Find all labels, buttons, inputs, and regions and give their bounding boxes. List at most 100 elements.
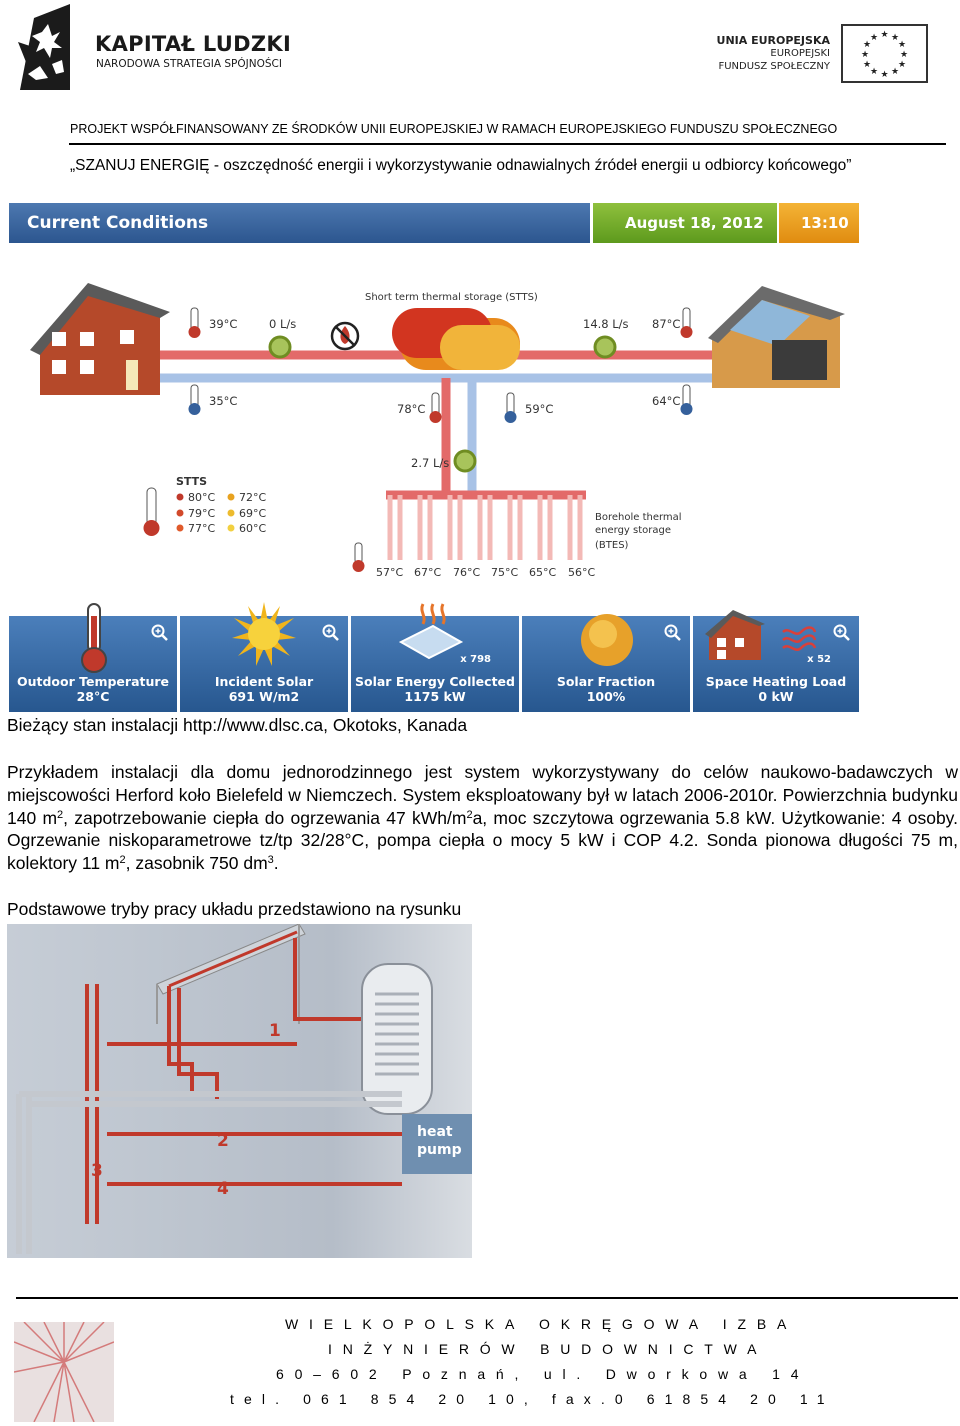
borehole-pipes xyxy=(387,495,583,560)
house-icon xyxy=(30,283,170,395)
logo-subtitle: NARODOWA STRATEGIA SPÓJNOŚCI xyxy=(96,58,282,70)
thermometer-icons xyxy=(143,307,693,572)
system-diagram: Short term thermal storage (STTS) 39°C 0… xyxy=(30,283,845,579)
svg-text:★: ★ xyxy=(891,33,899,43)
btes-pump-icon xyxy=(453,449,477,473)
kapital-ludzki-logo-icon xyxy=(18,4,70,90)
mode-label-4: 4 xyxy=(217,1179,229,1199)
house-return-temp: 35°C xyxy=(209,394,237,408)
svg-text:★: ★ xyxy=(861,50,869,60)
collector-flow: 14.8 L/s xyxy=(583,317,629,331)
heat-pump-label-2: pump xyxy=(417,1142,462,1158)
stts-out-temp: 78°C xyxy=(397,402,425,416)
zoom-icon[interactable] xyxy=(151,624,169,642)
stts-legend xyxy=(176,493,235,532)
svg-text:★: ★ xyxy=(863,40,871,50)
svg-text:★: ★ xyxy=(900,50,908,60)
house-supply-temp: 39°C xyxy=(209,317,237,331)
footer-line-2: INŻYNIERÓW BUDOWNICTWA xyxy=(328,1341,768,1357)
stts-in-temp: 59°C xyxy=(525,402,553,416)
conditions-date: August 18, 2012 xyxy=(593,203,777,243)
svg-text:★: ★ xyxy=(870,67,878,77)
collector-return-temp: 64°C xyxy=(652,394,680,408)
garage-icon xyxy=(708,286,845,388)
logo-title: KAPITAŁ LUDZKI xyxy=(95,32,292,56)
heat-pump-icon: heat pump xyxy=(402,1114,472,1174)
btes-label-3: (BTES) xyxy=(595,540,629,551)
zoom-icon[interactable] xyxy=(322,624,340,642)
woiib-logo-icon xyxy=(14,1322,114,1422)
project-line: PROJEKT WSPÓŁFINANSOWANY ZE ŚRODKÓW UNII… xyxy=(70,122,838,136)
eu-label: UNIA EUROPEJSKA EUROPEJSKI FUNDUSZ SPOŁE… xyxy=(717,34,830,73)
scheme-intro: Podstawowe tryby pracy układu przedstawi… xyxy=(7,899,462,919)
btes-temp-5: 65°C xyxy=(529,566,556,579)
ground-probe xyxy=(16,1091,402,1254)
btes-label-1: Borehole thermal xyxy=(595,512,682,523)
footer-divider xyxy=(16,1297,958,1299)
eu-line-2: EUROPEJSKI xyxy=(770,48,830,59)
btes-flow: 2.7 L/s xyxy=(411,456,449,470)
tile-multiplier: x 52 xyxy=(807,654,831,665)
collector-temp: 87°C xyxy=(652,317,680,331)
conditions-time: 13:10 xyxy=(779,203,859,243)
svg-text:★: ★ xyxy=(891,67,899,77)
zoom-icon[interactable] xyxy=(664,624,682,642)
zoom-icon[interactable] xyxy=(833,624,851,642)
footer-line-1: WIELKOPOLSKA OKRĘGOWA IZBA xyxy=(285,1316,798,1332)
stts-temp-1: 80°C xyxy=(188,491,215,504)
sun-icon xyxy=(232,602,296,666)
btes-temp-6: 56°C xyxy=(568,566,595,579)
btes-temp-3: 76°C xyxy=(453,566,480,579)
btes-label-2: energy storage xyxy=(595,525,671,536)
btes-temp-2: 67°C xyxy=(414,566,441,579)
svg-text:★: ★ xyxy=(898,60,906,70)
stts-tank-icon xyxy=(392,308,520,370)
btes-temp-1: 57°C xyxy=(376,566,403,579)
house-flow: 0 L/s xyxy=(269,317,296,331)
heat-waves-icon xyxy=(782,626,817,651)
footer-line-4: tel. 061 854 20 10, fax.0 61854 20 11 xyxy=(230,1391,835,1407)
stts-label: Short term thermal storage (STTS) xyxy=(365,292,538,303)
conditions-title: Current Conditions xyxy=(9,203,590,243)
mode-label-3: 3 xyxy=(91,1161,103,1181)
svg-text:★: ★ xyxy=(898,40,906,50)
stts-temp-2: 79°C xyxy=(188,507,215,520)
heating-scheme-diagram: heat pump 1 2 3 4 xyxy=(7,924,472,1258)
stts-legend-title: STTS xyxy=(176,475,207,488)
mode-label-2: 2 xyxy=(217,1131,229,1151)
solar-collector-icon xyxy=(398,603,464,660)
header-divider xyxy=(69,143,946,145)
flame-disabled-icon xyxy=(330,321,360,351)
heating-house-icon xyxy=(705,610,765,660)
mode-label-1: 1 xyxy=(269,1021,281,1041)
solar-fraction-sun-icon xyxy=(581,614,633,666)
collector-pump-icon xyxy=(593,335,617,359)
stts-temp-4: 72°C xyxy=(239,491,266,504)
eu-line-3: FUNDUSZ SPOŁECZNY xyxy=(718,61,830,72)
description-paragraph: Przykładem instalacji dla domu jednorodz… xyxy=(7,762,958,874)
eu-flag-icon: ★★★ ★★★ ★★★ ★★★ xyxy=(841,24,928,83)
collector-pipes xyxy=(167,938,367,1099)
heat-pump-label-1: heat xyxy=(417,1124,453,1140)
svg-text:★: ★ xyxy=(870,33,878,43)
conditions-bar: Current Conditions August 18, 2012 13:10 xyxy=(9,203,859,243)
svg-text:★: ★ xyxy=(880,30,888,40)
house-pump-icon xyxy=(268,335,292,359)
stts-temp-5: 69°C xyxy=(239,507,266,520)
tagline: „SZANUJ ENERGIĘ - oszczędność energii i … xyxy=(70,157,852,174)
eu-line-1: UNIA EUROPEJSKA xyxy=(716,34,830,47)
footer-line-3: 60–602 Poznań, ul. Dworkowa 14 xyxy=(276,1366,810,1382)
svg-text:★: ★ xyxy=(880,70,888,80)
stts-temp-6: 60°C xyxy=(239,522,266,535)
btes-temp-4: 75°C xyxy=(491,566,518,579)
